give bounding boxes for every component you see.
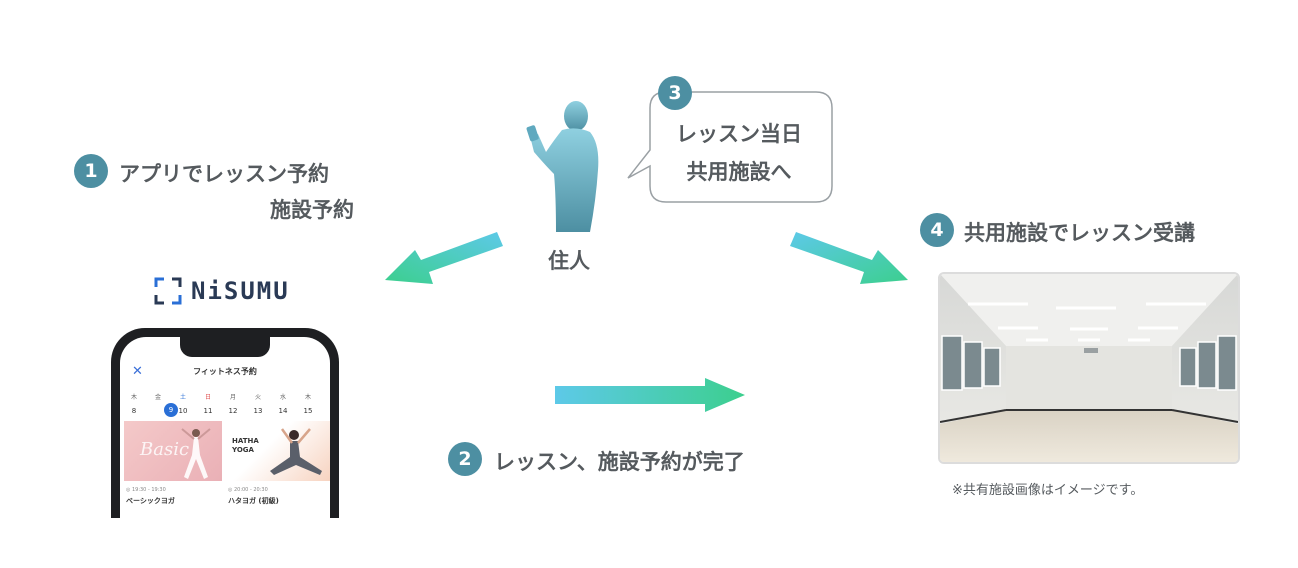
date-item[interactable]: 13 [253,407,263,415]
date-item[interactable]: 15 [303,407,313,415]
arrow-right-down-icon [790,232,908,284]
lesson-name: ハタヨガ (初級) [228,497,279,505]
step-3-text-line1: レッスン当日 [676,122,802,146]
step-4-text: 共用施設でレッスン受講 [964,221,1195,245]
weekday-label: 金 [154,394,161,401]
yoga-figure-icon [181,428,211,479]
date-item[interactable]: 12 [228,407,238,415]
date-item[interactable]: 11 [203,407,213,415]
weekday-label: 日 [204,394,211,401]
weekday-label: 木 [130,394,137,401]
lesson-card-image[interactable]: Basic [124,421,222,481]
photo-note: ※共有施設画像はイメージです。 [952,483,1144,498]
resident-person-icon [526,101,599,232]
close-icon[interactable]: ✕ [132,364,143,379]
step-4-badge: 4 [920,213,954,247]
weekday-label: 土 [179,394,186,401]
facility-room-image [940,274,1238,462]
lesson-card-image[interactable]: HATHA YOGA [226,421,330,481]
step-3-text-line2: 共用施設へ [686,160,792,184]
facility-photo [938,272,1240,464]
step-3-badge: 3 [658,76,692,110]
lesson-name: ベーシックヨガ [126,497,175,505]
lesson-time: ◎ 20:00 - 20:30 [228,487,268,493]
arrow-left-down-icon [385,232,503,284]
lesson-card-image-word: HATHA YOGA [232,437,259,454]
weekday-label: 水 [279,394,286,401]
step-2-text: レッスン、施設予約が完了 [494,450,745,474]
date-item-selected[interactable]: 9 [164,403,178,417]
phone-mockup: ✕ フィットネス予約 木 金 土 日 月 火 水 木 8 9 10 11 12 … [111,328,339,518]
weekday-label: 木 [304,394,311,401]
speech-bubble [627,91,833,203]
step-2-badge: 2 [448,442,482,476]
arrow-right-icon [555,378,745,412]
step-1-text-line2: 施設予約 [270,198,354,222]
logo-bracket-icon [154,277,182,305]
resident-label: 住人 [548,249,590,273]
lesson-time: ◎ 19:30 - 19:30 [126,487,166,493]
app-title: フィットネス予約 [193,367,257,376]
weekday-label: 火 [254,394,261,401]
step-1-badge: 1 [74,154,108,188]
yoga-figure-icon [270,428,322,475]
date-item[interactable]: 14 [278,407,288,415]
lesson-card-image-word: Basic [140,439,190,460]
logo-text: NiSUMU [191,277,290,305]
phone-screen: ✕ フィットネス予約 木 金 土 日 月 火 水 木 8 9 10 11 12 … [120,337,330,518]
step-1-text-line1: アプリでレッスン予約 [119,162,329,186]
date-item[interactable]: 8 [131,407,137,415]
phone-notch [180,337,270,357]
nisumu-logo: NiSUMU [153,276,290,306]
weekday-label: 月 [229,394,236,401]
date-item[interactable]: 10 [178,407,188,415]
